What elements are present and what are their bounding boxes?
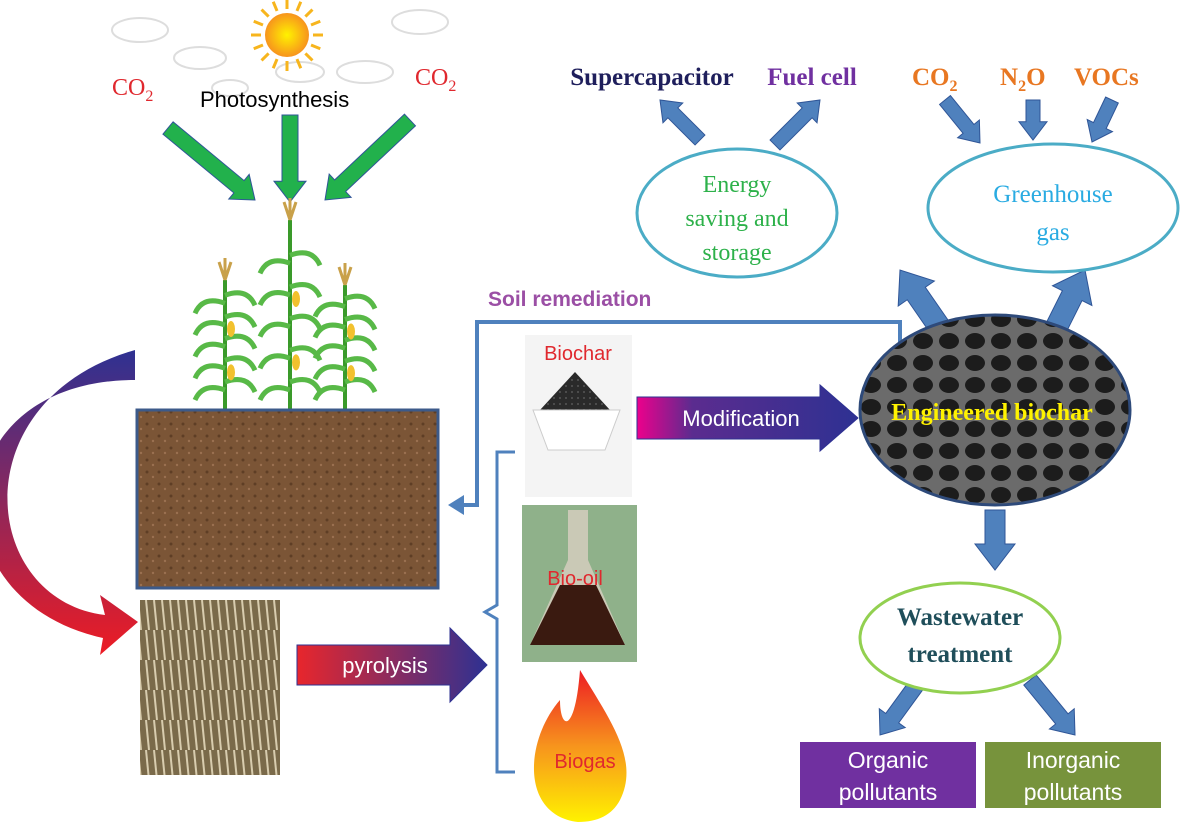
wastewater-ellipse (858, 581, 1062, 695)
modification-arrow (636, 383, 859, 453)
corn-plants-image (192, 198, 378, 410)
inorganic-pollutants-box (985, 742, 1161, 808)
energy-ellipse (635, 147, 839, 279)
photosynthesis-arrow (272, 114, 308, 203)
co2-gas-label: CO2 (912, 64, 958, 95)
biooil-label: Bio-oil (547, 568, 603, 590)
inorganic-line2: pollutants (1024, 779, 1122, 805)
soil-image (135, 408, 440, 590)
straw-image (140, 600, 280, 775)
co2-left-arrow (162, 121, 256, 201)
n2o-gas-label: N2O (1000, 64, 1046, 95)
supercapacitor-label: Supercapacitor (570, 64, 733, 91)
to-inorganic-arrow (1023, 674, 1076, 736)
organic-line1: Organic (848, 747, 929, 773)
modification-label: Modification (682, 406, 799, 431)
engineered-biochar-image (858, 313, 1132, 507)
fuel-cell-label: Fuel cell (767, 64, 857, 91)
vocs-gas-label: VOCs (1074, 64, 1139, 91)
engineered-biochar-label: Engineered biochar (891, 400, 1093, 426)
to-greenhouse-arrow (1044, 269, 1093, 336)
biogas-label: Biogas (554, 751, 615, 773)
biochar-label: Biochar (544, 343, 612, 365)
biogas-flame-image (533, 670, 627, 822)
organic-line2: pollutants (839, 779, 937, 805)
cloud-icons (111, 9, 449, 97)
energy-line1: Energy (703, 172, 772, 198)
greenhouse-ellipse (926, 142, 1180, 274)
to-wastewater-arrow (973, 509, 1017, 571)
inorganic-line1: Inorganic (1026, 747, 1121, 773)
supercapacitor-arrow (659, 99, 706, 146)
soil-remediation-label: Soil remediation (488, 288, 651, 311)
co2-right-label: CO2 (415, 65, 456, 95)
wastewater-line1: Wastewater (897, 604, 1023, 631)
n2o-in-arrow (1017, 99, 1049, 141)
greenhouse-line1: Greenhouse (993, 181, 1112, 208)
soil-remediation-line (462, 320, 902, 507)
vocs-in-arrow (1086, 96, 1119, 143)
greenhouse-line2: gas (1036, 219, 1069, 246)
fuel-cell-arrow (769, 99, 821, 151)
products-brace (482, 450, 515, 774)
energy-line3: storage (702, 240, 771, 266)
recycle-curve-arrow (0, 350, 138, 655)
co2-in-arrow (938, 94, 981, 144)
pyrolysis-label: pyrolysis (342, 653, 428, 678)
sun-icon (251, 0, 323, 71)
organic-pollutants-box (800, 742, 976, 808)
co2-left-label: CO2 (112, 75, 153, 105)
to-organic-arrow (878, 674, 928, 736)
co2-right-arrow (324, 113, 417, 201)
energy-line2: saving and (685, 206, 788, 232)
pyrolysis-arrow (296, 626, 488, 704)
soil-remediation-arrowhead (448, 495, 464, 515)
flow-arrows (162, 94, 1119, 736)
photosynthesis-label: Photosynthesis (200, 87, 349, 112)
wastewater-line2: treatment (907, 641, 1013, 668)
